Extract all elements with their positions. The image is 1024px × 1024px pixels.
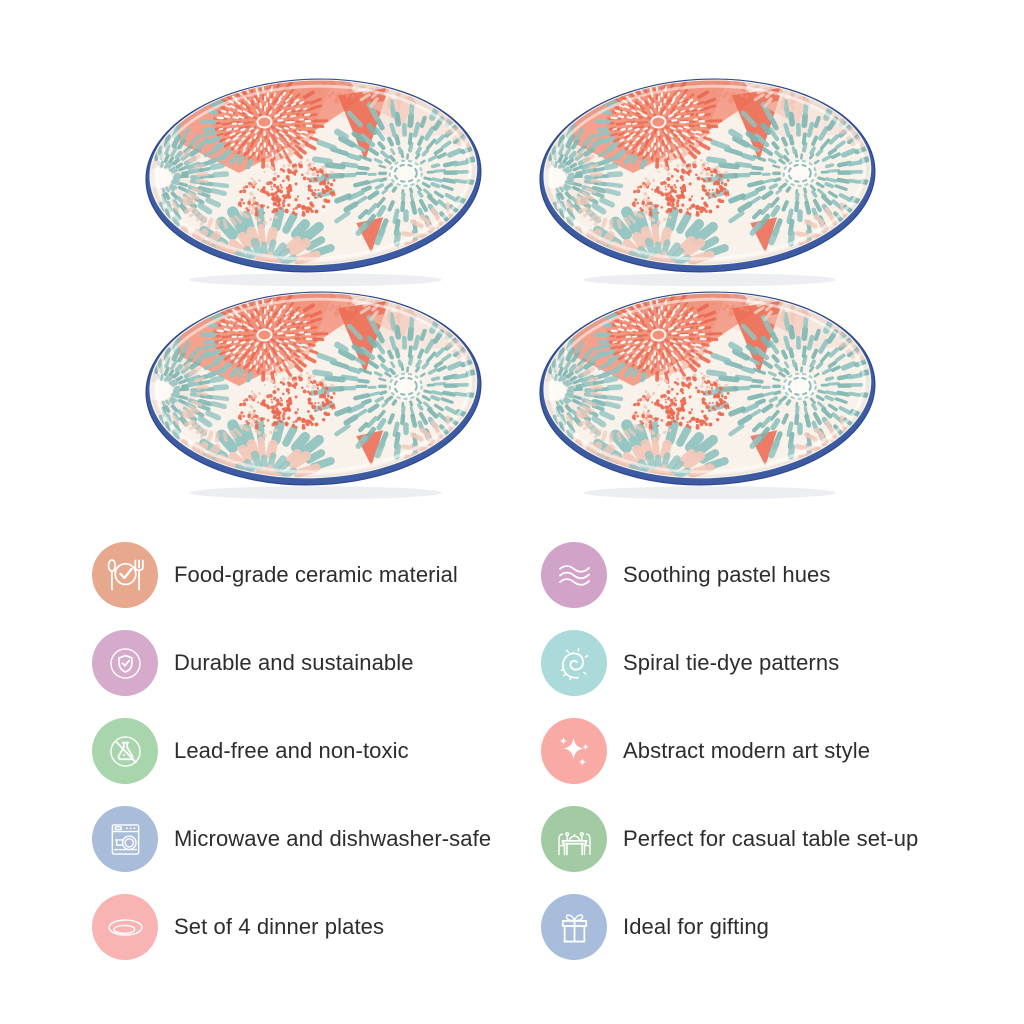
feature-label: Set of 4 dinner plates	[174, 914, 385, 939]
feature-item: Food-grade ceramic material	[92, 542, 541, 608]
spiral-icon	[541, 630, 607, 696]
product-photo-plate-2	[537, 76, 878, 289]
gift-icon	[541, 894, 607, 960]
plate-icon	[92, 894, 158, 960]
feature-label: Perfect for casual table set-up	[623, 826, 919, 851]
waves-icon	[541, 542, 607, 608]
shield-check-icon	[92, 630, 158, 696]
feature-label: Lead-free and non-toxic	[174, 738, 409, 763]
dishwasher-icon	[92, 806, 158, 872]
feature-label: Food-grade ceramic material	[174, 562, 458, 587]
product-photo-plate-1	[143, 76, 484, 289]
feature-column-left: Food-grade ceramic material Durable and …	[92, 542, 541, 960]
feature-item: Ideal for gifting	[541, 894, 918, 960]
product-photo-plate-3	[143, 289, 484, 502]
feature-item: Perfect for casual table set-up	[541, 806, 918, 872]
no-toxic-flask-icon	[92, 718, 158, 784]
sparkles-icon	[541, 718, 607, 784]
feature-item: Set of 4 dinner plates	[92, 894, 541, 960]
feature-column-right: Soothing pastel hues Spiral tie-dye patt…	[541, 542, 918, 960]
feature-label: Microwave and dishwasher-safe	[174, 826, 492, 851]
cutlery-plate-icon	[92, 542, 158, 608]
product-photo-plate-4	[537, 289, 878, 502]
feature-item: Durable and sustainable	[92, 630, 541, 696]
feature-label: Durable and sustainable	[174, 650, 414, 675]
dining-table-icon	[541, 806, 607, 872]
feature-label: Soothing pastel hues	[623, 562, 831, 587]
feature-item: Spiral tie-dye patterns	[541, 630, 918, 696]
feature-list: Food-grade ceramic material Durable and …	[92, 542, 918, 960]
feature-label: Abstract modern art style	[623, 738, 871, 763]
feature-label: Spiral tie-dye patterns	[623, 650, 840, 675]
feature-item: Microwave and dishwasher-safe	[92, 806, 541, 872]
feature-item: Abstract modern art style	[541, 718, 918, 784]
feature-item: Soothing pastel hues	[541, 542, 918, 608]
feature-item: Lead-free and non-toxic	[92, 718, 541, 784]
feature-label: Ideal for gifting	[623, 914, 770, 939]
